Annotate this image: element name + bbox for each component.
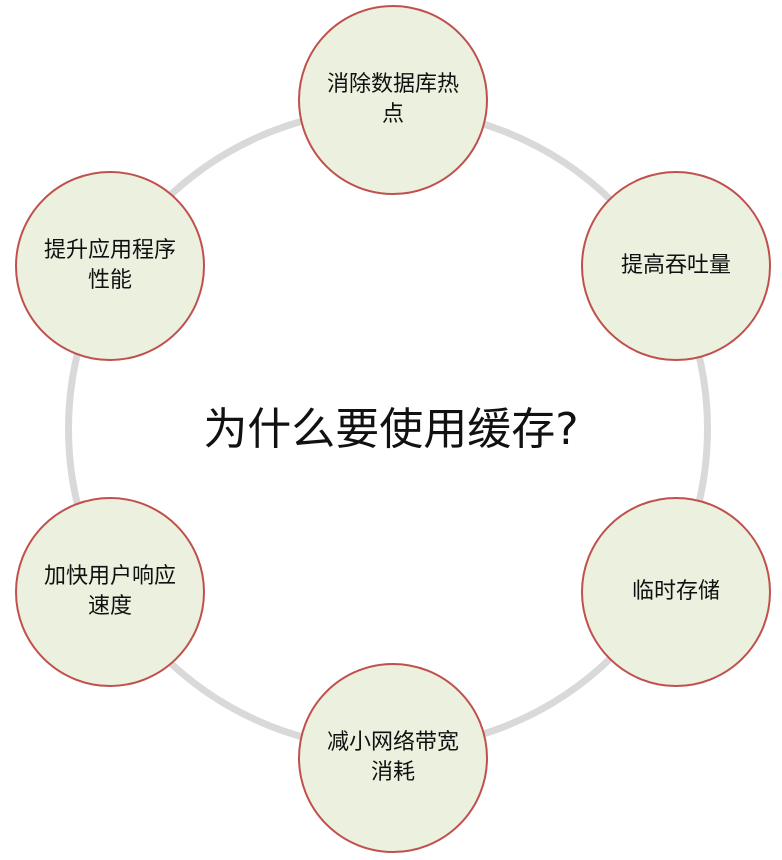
node-improve-performance: 提升应用程序性能 xyxy=(15,171,205,361)
node-temporary-storage: 临时存储 xyxy=(581,497,771,687)
node-increase-throughput: 提高吞吐量 xyxy=(581,171,771,361)
node-label: 消除数据库热点 xyxy=(326,72,459,127)
node-faster-response: 加快用户响应速度 xyxy=(15,497,205,687)
node-label: 临时存储 xyxy=(631,579,720,604)
diagram-center-title: 为什么要使用缓存? xyxy=(203,404,579,455)
node-label: 提升应用程序性能 xyxy=(43,238,176,293)
node-label: 提高吞吐量 xyxy=(620,253,731,278)
node-label: 加快用户响应速度 xyxy=(43,564,176,619)
node-label: 减小网络带宽消耗 xyxy=(326,730,459,785)
node-reduce-bandwidth: 减小网络带宽消耗 xyxy=(298,663,488,853)
node-eliminate-db-hotspots: 消除数据库热点 xyxy=(298,5,488,195)
